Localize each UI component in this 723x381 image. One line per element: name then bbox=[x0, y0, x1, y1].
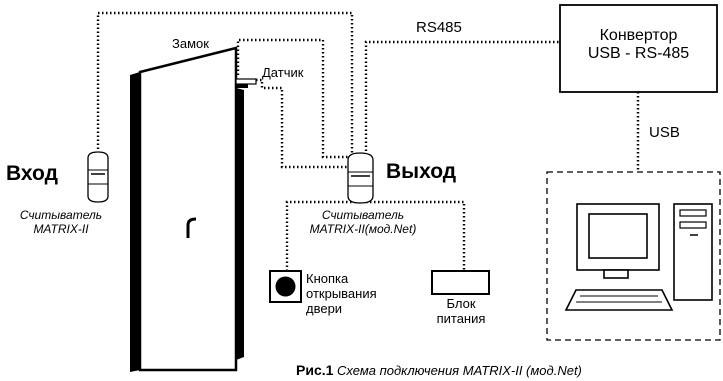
exit-label: Выход bbox=[386, 160, 457, 183]
converter-caption-line2: USB - RS-485 bbox=[587, 45, 690, 63]
right-reader-caption-line1: Считыватель bbox=[321, 208, 405, 222]
lock-label: Замок bbox=[172, 36, 209, 51]
entry-label: Вход bbox=[6, 162, 58, 185]
wiring bbox=[96, 11, 640, 271]
button-caption-line3: двери bbox=[306, 300, 343, 316]
left-reader-caption-line1: Считыватель bbox=[19, 208, 103, 222]
figure-caption-number: Рис.1 bbox=[296, 362, 334, 378]
left-reader-caption-line2: MATRIX-II bbox=[33, 221, 89, 236]
left-reader-caption: Считыватель MATRIX-II bbox=[6, 208, 116, 237]
push-button-icon bbox=[269, 270, 302, 303]
converter-box bbox=[559, 4, 718, 93]
door-icon bbox=[130, 46, 257, 372]
button-caption: Кнопка открывания двери bbox=[306, 271, 377, 317]
wire-lock bbox=[236, 38, 348, 159]
figure-caption-text: Схема подключения MATRIX-II (мод.Net) bbox=[337, 363, 582, 378]
wire-rs485 bbox=[364, 40, 560, 155]
wire-sensor bbox=[244, 78, 348, 169]
right-reader-caption: Считыватель MATRIX-II(мод.Net) bbox=[293, 208, 433, 237]
sensor-label: Датчик bbox=[262, 65, 304, 80]
button-caption-line2: открывания bbox=[306, 285, 377, 301]
usb-label: USB bbox=[649, 124, 680, 141]
wire-peripherals bbox=[285, 200, 466, 271]
computer-icon bbox=[564, 203, 713, 311]
converter-caption-line1: Конвертор bbox=[599, 27, 678, 44]
right-reader-caption-line2: MATRIX-II(мод.Net) bbox=[309, 221, 417, 236]
card-reader-icon bbox=[347, 152, 374, 204]
power-supply-icon bbox=[431, 270, 490, 295]
psu-caption: Блок питания bbox=[430, 296, 492, 327]
rs485-label: RS485 bbox=[416, 19, 462, 36]
figure-caption: Рис.1 Схема подключения MATRIX-II (мод.N… bbox=[296, 362, 582, 379]
psu-caption-line1: Блок bbox=[446, 296, 476, 311]
wire-left-reader bbox=[96, 11, 354, 155]
card-reader-icon bbox=[87, 151, 109, 203]
converter-caption: Конвертор USB - RS-485 bbox=[560, 27, 717, 64]
psu-caption-line2: питания bbox=[436, 310, 486, 326]
button-caption-line1: Кнопка bbox=[306, 271, 349, 286]
